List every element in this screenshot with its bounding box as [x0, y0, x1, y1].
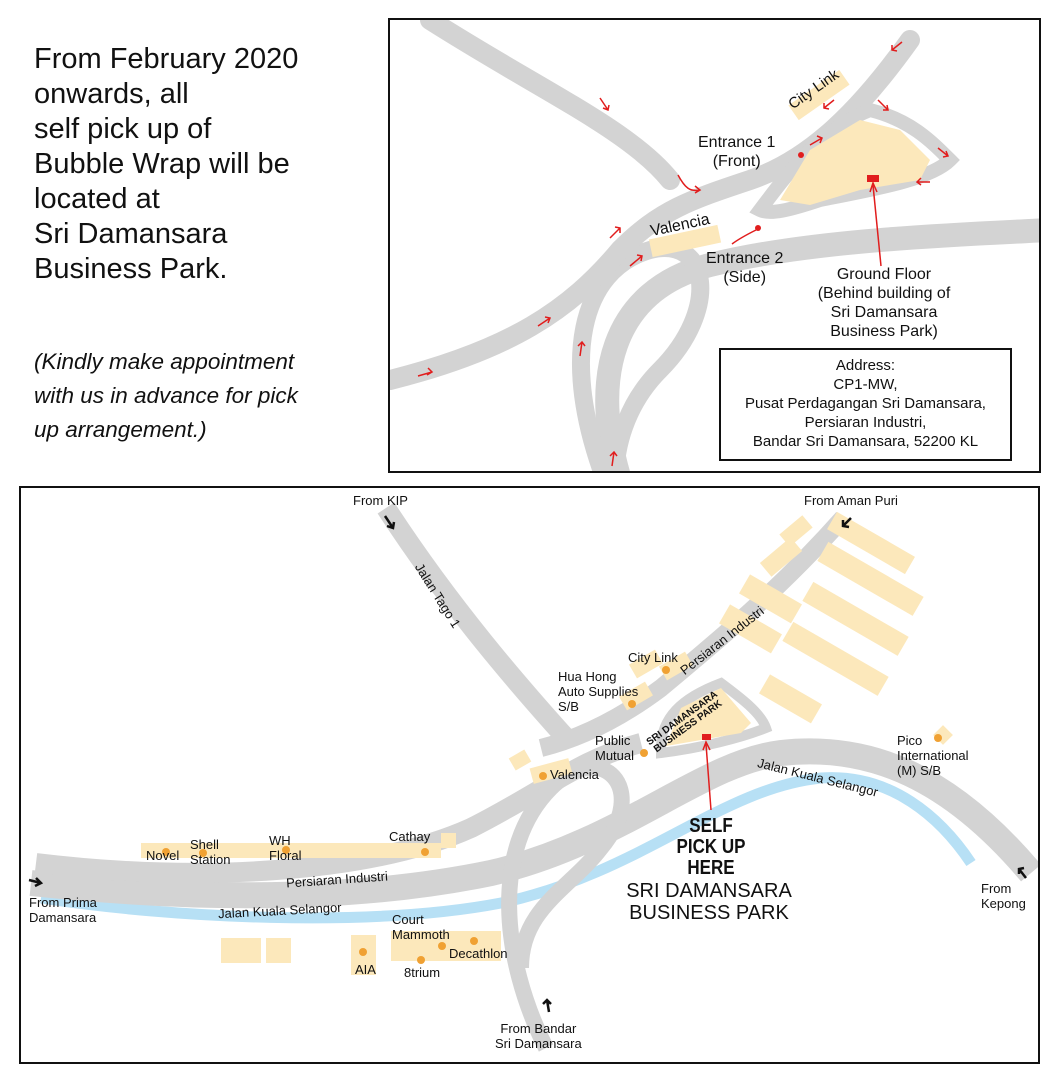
aia-poi: AIA	[355, 962, 376, 977]
address-line-4: Bandar Sri Damansara, 52200 KL	[752, 433, 979, 450]
decathlon-poi: Decathlon	[449, 946, 508, 961]
shell-station-poi: Shell Station	[190, 837, 231, 867]
cathay-poi: Cathay	[389, 829, 431, 844]
from-aman-puri-label: From Aman Puri	[804, 493, 898, 508]
intro-text: From February 2020 onwards, all self pic…	[34, 43, 299, 285]
court-mammoth-poi: Court Mammoth	[392, 912, 450, 942]
from-kepong-label: From Kepong	[981, 881, 1026, 911]
from-bandar-label: From Bandar Sri Damansara	[495, 1021, 582, 1051]
from-kip-label: From KIP	[353, 493, 408, 508]
address-title: Address:	[835, 357, 896, 374]
address-line-2: Pusat Perdagangan Sri Damansara,	[745, 395, 986, 412]
novel-poi: Novel	[146, 848, 180, 863]
entrance-1-label: Entrance 1 (Front)	[698, 134, 776, 170]
top-map: City Link Valencia Entrance 1 (Front) En…	[388, 18, 1041, 473]
bottom-map: From KIP From Aman Puri From Prima Daman…	[19, 486, 1040, 1064]
self-pickup-label: SELF PICK UP HERE	[676, 815, 746, 879]
top-map-graphic	[390, 20, 1039, 471]
city-link-poi: City Link	[628, 650, 678, 665]
public-mutual-poi: Public Mutual	[595, 733, 635, 763]
address-line-1: CP1-MW,	[833, 376, 898, 393]
hua-hong-poi: Hua Hong Auto Supplies S/B	[558, 669, 639, 714]
from-prima-label: From Prima Damansara	[29, 895, 97, 925]
address-line-3: Persiaran Industri,	[804, 414, 927, 431]
bottom-map-graphic	[28, 502, 1038, 1052]
pico-poi: Pico International (M) S/B	[897, 733, 969, 778]
entrance-2-label: Entrance 2 (Side)	[706, 250, 784, 286]
ground-floor-label: Ground Floor (Behind building of Sri Dam…	[817, 266, 951, 340]
address-box: Address: CP1-MW, Pusat Perdagangan Sri D…	[719, 348, 1012, 461]
appointment-note: (Kindly make appointment with us in adva…	[34, 349, 298, 442]
park-name-label: SRI DAMANSARA BUSINESS PARK	[626, 880, 792, 924]
wh-floral-poi: WH Floral	[269, 833, 302, 863]
valencia-poi: Valencia	[550, 767, 599, 782]
8trium-poi: 8trium	[404, 965, 441, 980]
